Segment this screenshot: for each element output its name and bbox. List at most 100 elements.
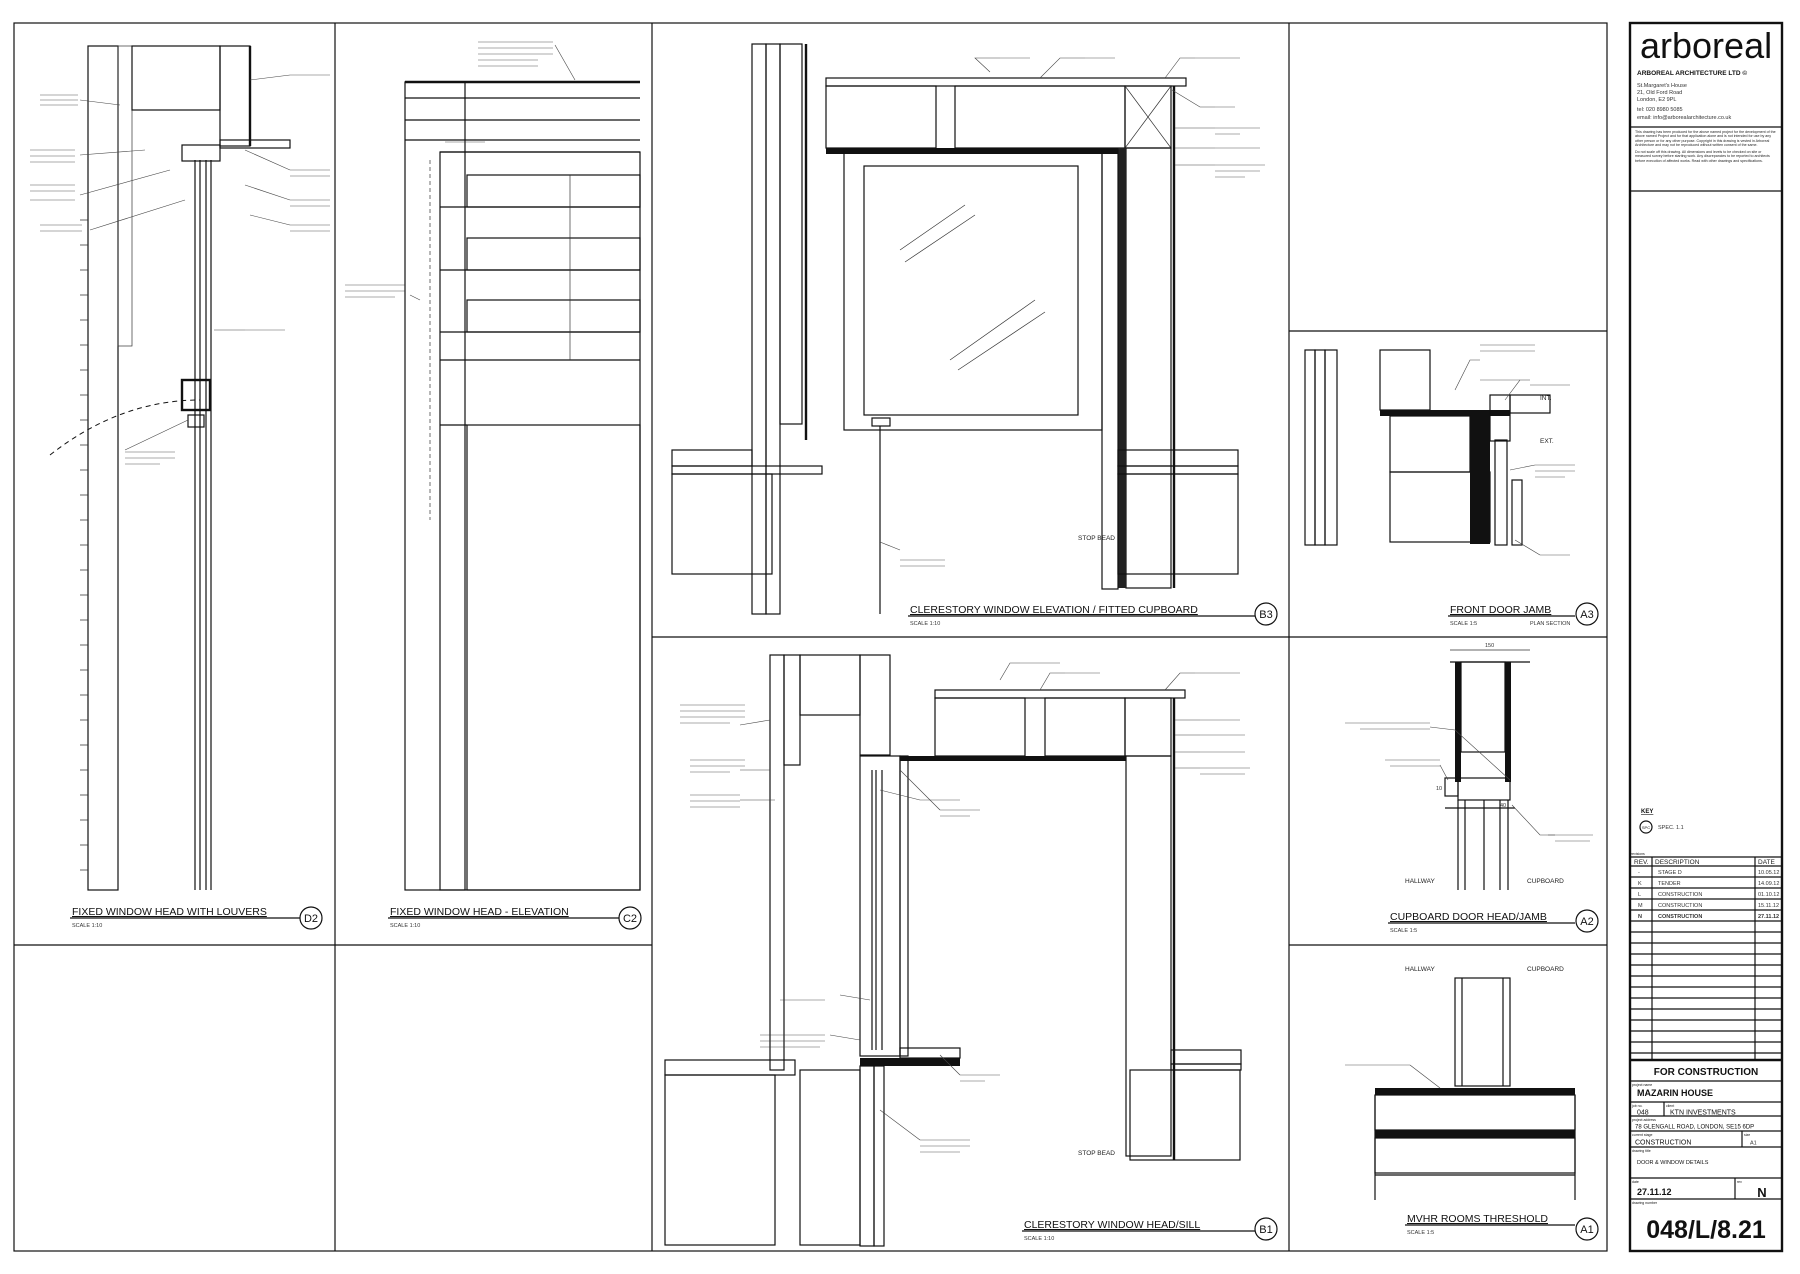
sheet-frame	[13, 22, 1608, 1252]
detail-scale: SCALE 1:5	[1407, 1230, 1434, 1236]
rev-date: 14.09.12	[1758, 881, 1779, 887]
drawing-date: 27.11.12	[1637, 1187, 1672, 1197]
detail-a2-drawing: 150 40 10 HALLWAY CUPBOARD CUPBOARD DOOR…	[1345, 643, 1599, 934]
drawing-number: 048/L/8.21	[1646, 1216, 1766, 1244]
rev-date: 01.10.12	[1758, 892, 1779, 898]
label-hallway: HALLWAY	[1405, 966, 1436, 973]
detail-tag-circle	[1575, 909, 1599, 933]
sheet-size: A1	[1750, 1141, 1757, 1147]
rev-description: CONSTRUCTION	[1658, 914, 1702, 920]
key-text: SPEC. 1.1	[1658, 825, 1684, 831]
dimension-150: 150	[1485, 643, 1494, 649]
revisions-caption: revisions	[1631, 852, 1645, 856]
revisions-table: REV. DESCRIPTION DATE - STAGE D 10.05.12	[1630, 856, 1782, 1060]
revision-row: - STAGE D 10.05.12	[1638, 870, 1779, 876]
company-logo: arboreal	[1640, 25, 1772, 66]
label-ext: EXT.	[1540, 438, 1554, 445]
key-symbol: SPC	[1642, 825, 1650, 830]
detail-tag: A1	[1580, 1224, 1593, 1236]
label-stop-bead: STOP BEAD	[1078, 535, 1115, 542]
detail-d2-drawing: FIXED WINDOW HEAD WITH LOUVERS SCALE 1:1…	[30, 45, 330, 930]
client-name: KTN INVESTMENTS	[1670, 1110, 1736, 1117]
dimension-10: 10	[1436, 786, 1442, 792]
detail-tag-circle	[1575, 1217, 1599, 1241]
detail-b3-drawing: STOP BEAD CLERESTORY WINDOW ELEVATION / …	[671, 43, 1278, 627]
detail-tag: B1	[1259, 1224, 1272, 1236]
current-revision: N	[1757, 1185, 1766, 1200]
email: email: info@arborealarchitecture.co.uk	[1637, 115, 1731, 121]
label-hallway: HALLWAY	[1405, 878, 1436, 885]
detail-scale: SCALE 1:10	[910, 621, 940, 627]
current-stage: CONSTRUCTION	[1635, 1140, 1691, 1147]
date-header: DATE	[1758, 859, 1776, 866]
dimension-40: 40	[1500, 803, 1506, 809]
job-number: 048	[1637, 1110, 1649, 1117]
rev-description: CONSTRUCTION	[1658, 903, 1702, 909]
label-cupboard: CUPBOARD	[1527, 966, 1564, 973]
label-cupboard: CUPBOARD	[1527, 878, 1564, 885]
detail-c2-drawing: FIXED WINDOW HEAD - ELEVATION SCALE 1:10…	[345, 41, 642, 930]
detail-scale: SCALE 1:10	[390, 923, 420, 929]
rev-caption: rev	[1737, 1180, 1742, 1184]
rev-description: TENDER	[1658, 881, 1681, 887]
label-int: INT.	[1540, 395, 1552, 402]
job-no-caption: job no.	[1631, 1104, 1643, 1108]
disclaimer-note: This drawing has been produced for the a…	[1635, 130, 1776, 147]
detail-tag-circle	[299, 906, 323, 930]
project-name: MAZARIN HOUSE	[1637, 1088, 1713, 1098]
revision-row: K TENDER 14.09.12	[1638, 881, 1779, 887]
project-caption: project name	[1632, 1083, 1652, 1087]
detail-tag-circle	[618, 906, 642, 930]
detail-title: FIXED WINDOW HEAD WITH LOUVERS	[72, 906, 267, 918]
rev-code: M	[1638, 903, 1643, 909]
detail-title: CUPBOARD DOOR HEAD/JAMB	[1390, 911, 1547, 923]
detail-title: MVHR ROOMS THRESHOLD	[1407, 1213, 1548, 1225]
detail-a1-drawing: HALLWAY CUPBOARD MVHR ROOMS THRESHOLD SC…	[1345, 966, 1599, 1241]
client-caption: client	[1666, 1104, 1674, 1108]
detail-b1-drawing: STOP BEAD CLERESTORY WINDOW HEAD/SILL SC…	[664, 654, 1278, 1247]
drawing-title-caption: drawing title	[1632, 1149, 1651, 1153]
drawing-title: DOOR & WINDOW DETAILS	[1637, 1160, 1709, 1166]
disclaimer-note: Do not scale off this drawing. All dimen…	[1635, 150, 1770, 163]
rev-description: CONSTRUCTION	[1658, 892, 1702, 898]
detail-tag: A2	[1580, 916, 1593, 928]
detail-a3-drawing: INT. EXT. FRONT DOOR JAMB SCALE 1:5 PLAN…	[1304, 344, 1599, 627]
detail-tag: B3	[1259, 609, 1272, 621]
rev-description: STAGE D	[1658, 870, 1682, 876]
rev-header: REV.	[1634, 859, 1649, 866]
rev-code: -	[1638, 870, 1640, 876]
revision-row: N CONSTRUCTION 27.11.12	[1638, 914, 1779, 920]
key-label: KEY	[1641, 809, 1653, 815]
detail-scale: SCALE 1:10	[72, 923, 102, 929]
detail-tag-circle	[1254, 602, 1278, 626]
company-name: ARBOREAL ARCHITECTURE LTD ©	[1637, 69, 1747, 77]
detail-tag-circle	[1575, 602, 1599, 626]
detail-tag: C2	[623, 913, 637, 925]
rev-date: 27.11.12	[1758, 914, 1779, 920]
address-line: St.Margaret's House	[1637, 83, 1687, 89]
drawing-number-caption: drawing number	[1632, 1201, 1658, 1205]
rev-code: N	[1638, 914, 1642, 920]
rev-date: 15.11.12	[1758, 903, 1779, 909]
project-address: 78 GLENGALL ROAD, LONDON, SE15 6DP	[1635, 1125, 1754, 1131]
detail-scale: SCALE 1:5	[1390, 928, 1417, 934]
address-line: 21, Old Ford Road	[1637, 90, 1682, 96]
revision-row: M CONSTRUCTION 15.11.12	[1638, 903, 1779, 909]
drawing-status: FOR CONSTRUCTION	[1654, 1067, 1758, 1078]
detail-tag-circle	[1254, 1217, 1278, 1241]
detail-tag: D2	[304, 913, 318, 925]
rev-code: L	[1638, 892, 1641, 898]
title-block: arboreal ARBOREAL ARCHITECTURE LTD © St.…	[1628, 21, 1784, 1253]
address-caption: project address	[1632, 1118, 1656, 1122]
rev-code: K	[1638, 881, 1642, 887]
address-line: London, E2 9PL	[1637, 97, 1676, 103]
detail-scale: SCALE 1:10	[1024, 1236, 1054, 1242]
detail-note: PLAN SECTION	[1530, 621, 1570, 627]
detail-title: CLERESTORY WINDOW ELEVATION / FITTED CUP…	[910, 604, 1198, 616]
size-caption: size	[1744, 1133, 1750, 1137]
detail-title: FIXED WINDOW HEAD - ELEVATION	[390, 906, 569, 918]
detail-tag: A3	[1580, 609, 1593, 621]
detail-title: FRONT DOOR JAMB	[1450, 604, 1551, 616]
revision-row: L CONSTRUCTION 01.10.12	[1638, 892, 1779, 898]
